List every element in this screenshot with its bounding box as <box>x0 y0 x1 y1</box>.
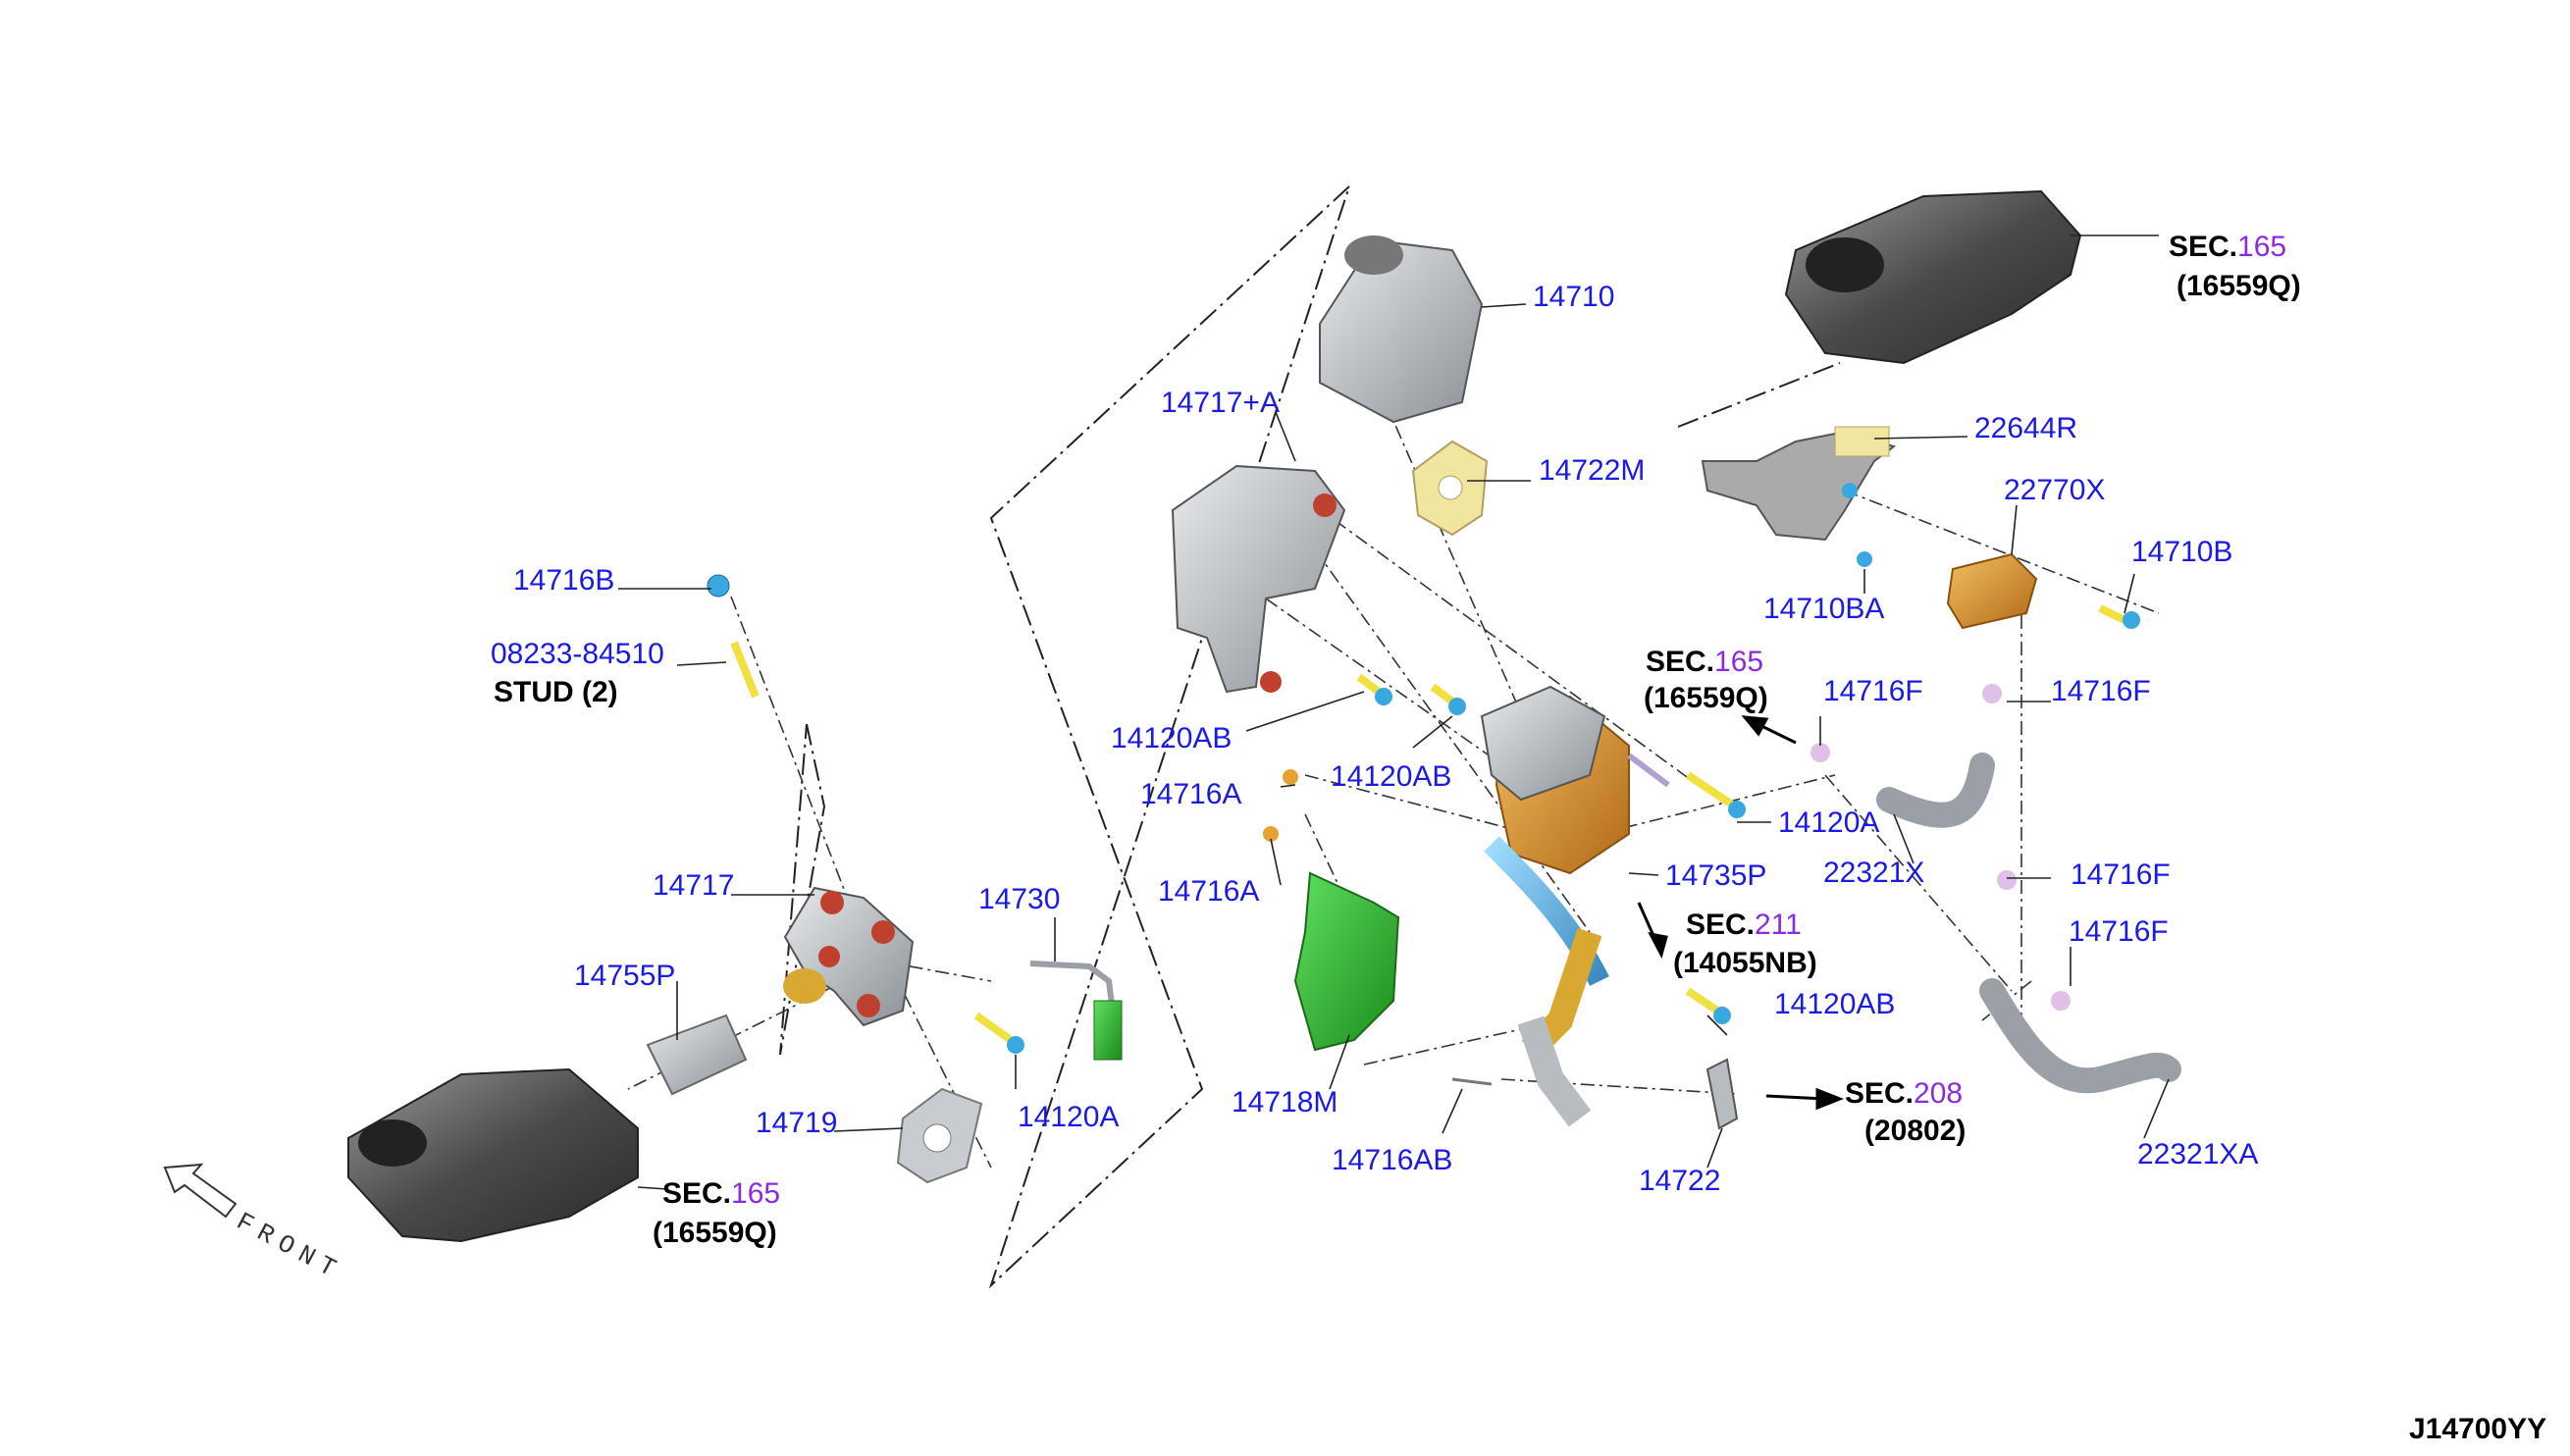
gasket-14719 <box>896 1087 983 1184</box>
label-14716f-3: 14716F <box>2071 858 2171 891</box>
section-number: 208 <box>1914 1077 1964 1110</box>
label-14716f-1: 14716F <box>1823 675 1923 707</box>
egr-valve <box>1319 235 1484 424</box>
bracket-22644r <box>1701 426 1897 542</box>
sensor-14730 <box>1029 961 1123 1061</box>
label-14719: 14719 <box>756 1107 838 1139</box>
label-14716a-2: 14716A <box>1158 875 1260 908</box>
label-14120ab-1: 14120AB <box>1111 722 1233 754</box>
section-number: 165 <box>731 1177 781 1210</box>
label-22321x: 22321X <box>1823 857 1925 889</box>
front-arrow-icon <box>163 1163 237 1219</box>
stud-note: STUD (2) <box>494 676 618 708</box>
section-arrows <box>1637 715 1845 1111</box>
section-prefix: SEC. <box>2169 231 2238 263</box>
label-14717: 14717 <box>653 869 735 902</box>
section-ref-211: SEC.211 <box>1686 909 1802 942</box>
fasteners <box>707 483 2140 1086</box>
label-14716a-1: 14716A <box>1140 778 1242 810</box>
section-prefix: SEC. <box>1646 646 1715 678</box>
section-prefix: SEC. <box>1686 909 1756 941</box>
gasket-14722m <box>1411 440 1489 537</box>
sleeve-14755p <box>646 1014 748 1096</box>
egr-cooler <box>1480 685 1630 1127</box>
section-ref-code-lower: (16559Q) <box>653 1217 777 1249</box>
section-ref-code-211: (14055NB) <box>1673 947 1817 979</box>
label-08233-84510: 08233-84510 <box>491 638 664 670</box>
label-14710b: 14710B <box>2131 536 2233 568</box>
egr-adapter-14717a <box>1171 464 1346 694</box>
label-14722: 14722 <box>1639 1165 1721 1197</box>
heat-cover-14718m <box>1293 871 1400 1052</box>
intake-housing-upper <box>1784 189 2082 365</box>
label-14716f-4: 14716F <box>2069 915 2169 948</box>
label-14730: 14730 <box>978 883 1061 915</box>
label-22644r: 22644R <box>1974 412 2078 444</box>
label-14717a: 14717+A <box>1161 387 1280 419</box>
label-14716f-2: 14716F <box>2051 675 2151 707</box>
gasket-14722 <box>1705 1058 1739 1130</box>
section-number: 165 <box>2237 231 2287 263</box>
section-ref-165-middle: SEC.165 <box>1646 646 1763 679</box>
label-14120ab-3: 14120AB <box>1774 988 1896 1020</box>
label-22770x: 22770X <box>2004 474 2106 506</box>
intake-housing-lower <box>347 1067 639 1243</box>
label-14735p: 14735P <box>1665 859 1767 892</box>
label-14120a-2: 14120A <box>1018 1101 1120 1133</box>
label-14718m: 14718M <box>1232 1086 1338 1118</box>
hose-22321x <box>1876 753 1995 828</box>
section-ref-code-208: (20802) <box>1864 1115 1967 1147</box>
section-ref-165-upper: SEC.165 <box>2169 231 2286 264</box>
label-14710: 14710 <box>1533 281 1615 313</box>
section-ref-code-upper: (16559Q) <box>2177 270 2301 302</box>
section-number: 211 <box>1755 909 1802 941</box>
hose-22321xa <box>1979 978 2181 1094</box>
egr-adapter-14717 <box>783 886 915 1027</box>
label-leaders <box>618 234 2170 1190</box>
section-ref-208: SEC.208 <box>1845 1077 1963 1111</box>
label-14710ba: 14710BA <box>1763 593 1885 625</box>
label-14120a-1: 14120A <box>1778 806 1880 839</box>
section-ref-165-lower: SEC.165 <box>662 1177 780 1211</box>
label-14716ab: 14716AB <box>1332 1144 1453 1176</box>
section-number: 165 <box>1714 646 1764 678</box>
diagram-code: J14700YY <box>2409 1413 2547 1445</box>
label-14120ab-2: 14120AB <box>1331 760 1452 793</box>
label-22321xa: 22321XA <box>2137 1138 2259 1170</box>
label-14755p: 14755P <box>574 960 676 992</box>
sensor-22770x <box>1946 552 2038 630</box>
section-prefix: SEC. <box>1845 1077 1914 1110</box>
label-14722m: 14722M <box>1539 454 1646 487</box>
label-14716b: 14716B <box>513 564 615 597</box>
section-prefix: SEC. <box>662 1177 732 1210</box>
section-ref-code-middle: (16559Q) <box>1644 682 1768 714</box>
